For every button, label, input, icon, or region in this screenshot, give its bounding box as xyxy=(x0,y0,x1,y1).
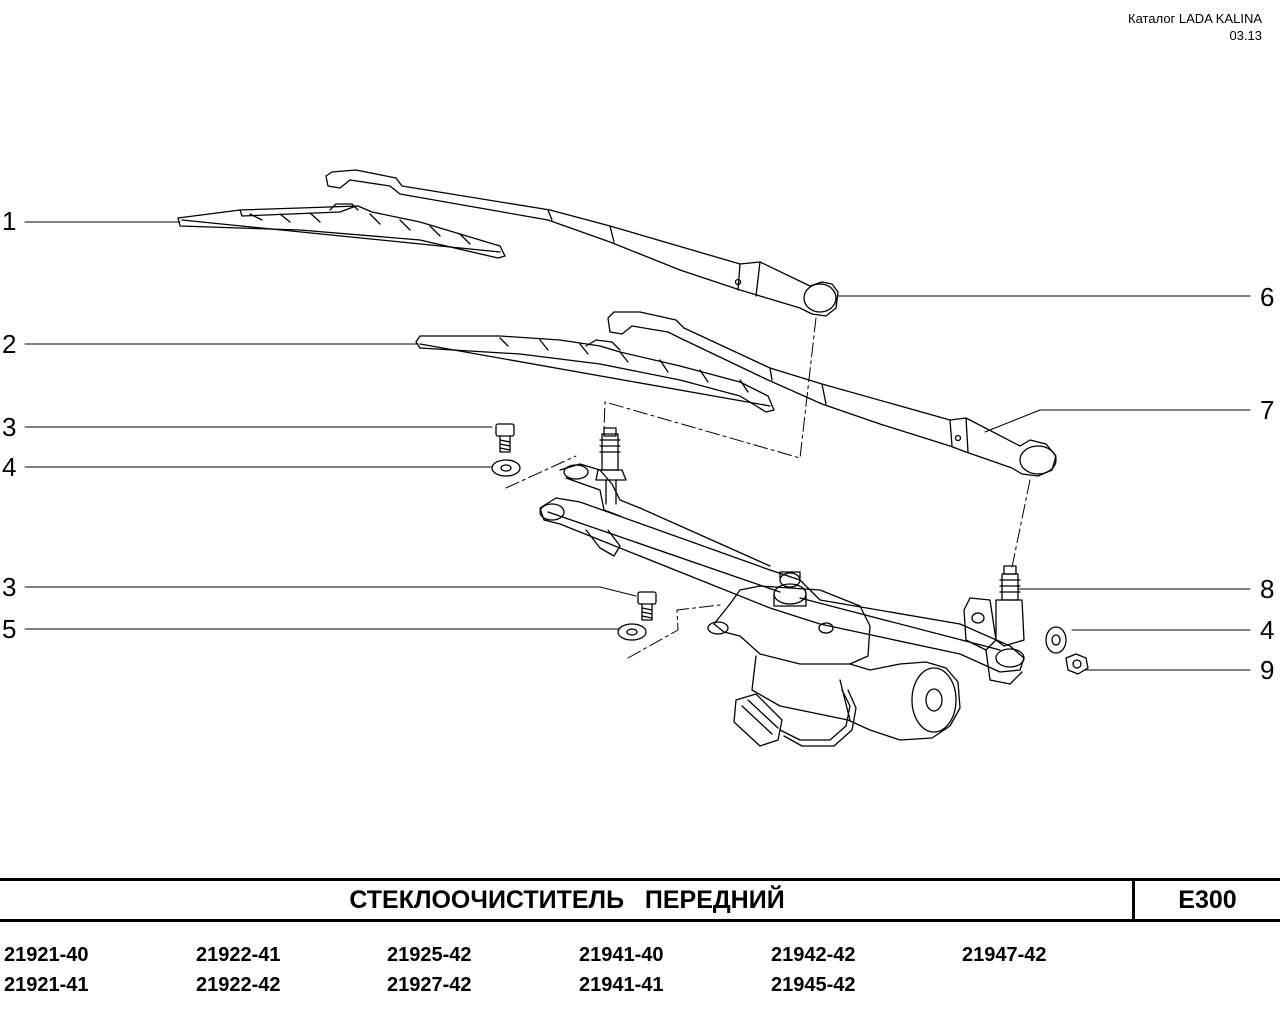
model-code: 21941-41 xyxy=(579,974,664,996)
wiper-arm-lower xyxy=(607,311,1057,477)
callout-3-upper: 3 xyxy=(2,412,17,442)
callout-9: 9 xyxy=(1260,655,1275,685)
model-code: 21925-42 xyxy=(387,944,472,966)
washer-lower xyxy=(617,623,647,641)
pivot-spindle-right xyxy=(963,565,1025,685)
model-code: 21942-42 xyxy=(771,944,856,966)
nut-right xyxy=(1065,653,1089,675)
wiper-blade-lower xyxy=(415,335,775,413)
callout-6: 6 xyxy=(1260,282,1275,312)
bolt-upper xyxy=(495,423,515,453)
leader-lines xyxy=(24,221,1251,671)
model-code: 21921-41 xyxy=(4,974,89,996)
washer-upper xyxy=(491,459,521,477)
model-code: 21941-40 xyxy=(579,944,664,966)
pivot-spindle-left xyxy=(595,427,627,505)
washer-right xyxy=(1045,626,1067,654)
callout-2: 2 xyxy=(2,329,17,359)
wiper-arm-upper xyxy=(325,169,839,317)
callout-5: 5 xyxy=(2,614,17,644)
model-code: 21921-40 xyxy=(4,944,89,966)
title-divider xyxy=(1132,881,1135,919)
catalog-date: 03.13 xyxy=(1229,28,1262,43)
bolt-lower xyxy=(637,591,657,621)
wiper-motor xyxy=(707,571,961,741)
callout-3-lower: 3 xyxy=(2,572,17,602)
wiper-assembly-drawing xyxy=(24,169,1251,747)
callout-4-left: 4 xyxy=(2,452,17,482)
callout-1: 1 xyxy=(2,206,17,236)
callout-4-right: 4 xyxy=(1260,615,1275,645)
wiper-linkage xyxy=(539,463,1025,673)
model-code: 21922-42 xyxy=(196,974,281,996)
callout-7: 7 xyxy=(1260,395,1275,425)
catalog-header: Каталог LADA KALINA 03.13 xyxy=(1128,10,1262,44)
catalog-name: Каталог LADA KALINA xyxy=(1128,11,1262,26)
assembly-lines xyxy=(505,317,1031,659)
motor-connector xyxy=(733,689,857,747)
model-code: 21945-42 xyxy=(771,974,856,996)
model-code: 21922-41 xyxy=(196,944,281,966)
title-bar: СТЕКЛООЧИСТИТЕЛЬ ПЕРЕДНИЙ E300 xyxy=(0,878,1280,922)
model-code: 21927-42 xyxy=(387,974,472,996)
section-code: E300 xyxy=(1178,886,1237,914)
wiper-blade-upper xyxy=(177,203,506,259)
callout-8: 8 xyxy=(1260,574,1275,604)
model-code: 21947-42 xyxy=(962,944,1047,966)
page-title: СТЕКЛООЧИСТИТЕЛЬ ПЕРЕДНИЙ xyxy=(349,886,785,914)
